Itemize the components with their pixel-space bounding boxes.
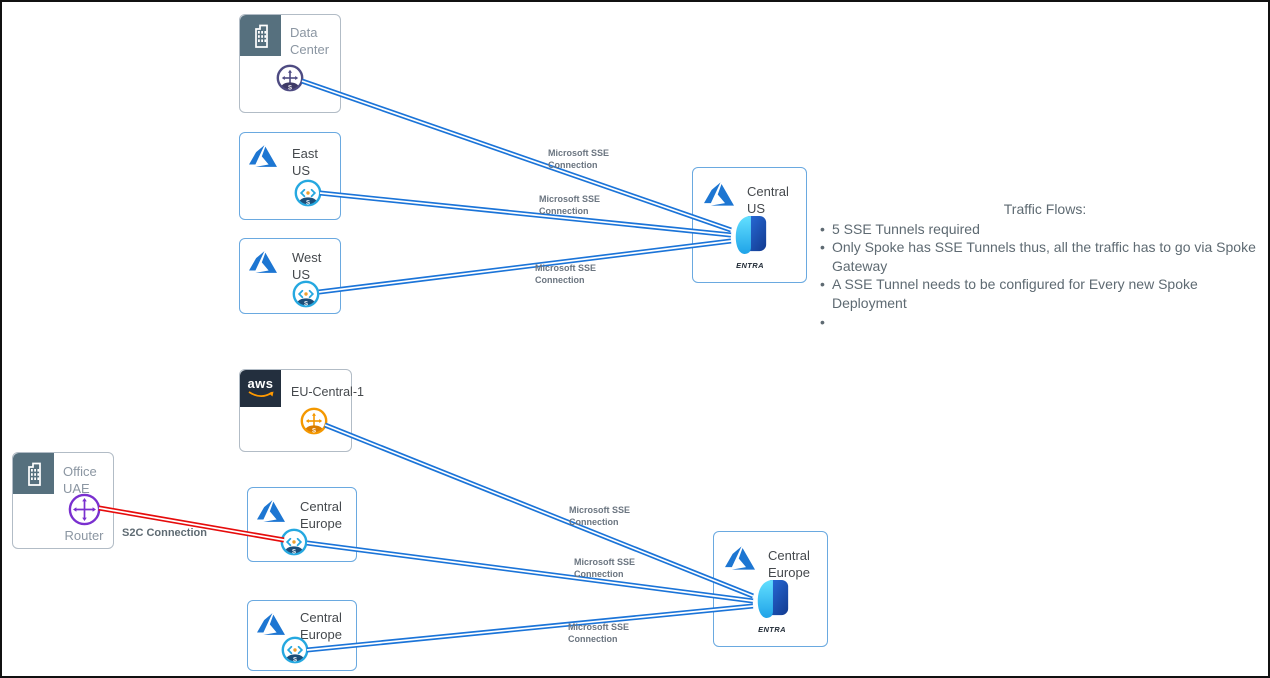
node-west-us[interactable]: West US S [239, 238, 341, 314]
svg-text:S: S [293, 657, 297, 663]
node-central-europe-spoke2[interactable]: Central Europe S [247, 600, 357, 671]
notes-title: Traffic Flows: [1003, 201, 1087, 217]
connection-westus-centralus [318, 238, 732, 295]
spoke-gateway-icon[interactable]: S [292, 280, 320, 308]
building-icon [13, 453, 54, 494]
node-label: EU-Central-1 [291, 385, 364, 399]
spoke-gateway-icon[interactable]: S [294, 179, 322, 207]
azure-logo-icon [704, 179, 734, 214]
connection-label: Microsoft SSE Connection [569, 505, 631, 527]
node-label: Data Center [290, 25, 330, 57]
entra-icon[interactable]: ENTRA [730, 213, 770, 270]
node-office-uae[interactable]: Office UAE Router [12, 452, 114, 549]
node-label: West US [292, 250, 322, 282]
node-label: Central Europe [768, 548, 810, 580]
node-east-us[interactable]: East US S [239, 132, 341, 220]
svg-text:S: S [292, 549, 296, 555]
connection-datacenter-centralus [301, 78, 732, 233]
svg-text:S: S [304, 301, 308, 307]
svg-text:S: S [288, 85, 292, 91]
edge-gateway-icon[interactable]: S [300, 407, 328, 435]
connection-cespoke1-centraleurope [306, 540, 754, 604]
entra-label: ENTRA [736, 261, 764, 270]
svg-text:S: S [306, 200, 310, 206]
node-label: East US [292, 146, 319, 178]
connection-label: Microsoft SSE Connection [548, 148, 610, 170]
svg-text:S: S [312, 428, 316, 434]
building-icon [240, 15, 281, 56]
azure-logo-icon [257, 497, 285, 530]
aws-logo-icon: aws [240, 370, 281, 407]
node-label: Central US [747, 184, 789, 216]
azure-logo-icon [249, 142, 277, 175]
edge-gateway-icon[interactable]: S [276, 64, 304, 92]
node-eu-central-1[interactable]: aws EU-Central-1 S [239, 369, 364, 452]
note-bullet: Only Spoke has SSE Tunnels thus, all the… [820, 238, 1268, 275]
connection-eucentral1-centraleurope [324, 422, 754, 599]
node-label: Central Europe [300, 499, 342, 531]
connection-label: Microsoft SSE Connection [574, 557, 636, 579]
spoke-gateway-icon[interactable]: S [280, 528, 308, 556]
entra-label: ENTRA [758, 625, 786, 634]
connection-label: Microsoft SSE Connection [568, 622, 630, 644]
entra-icon[interactable]: ENTRA [752, 577, 792, 634]
node-central-us[interactable]: Central US ENTRA [692, 167, 807, 283]
node-central-europe-spoke1[interactable]: Central Europe S [247, 487, 357, 562]
connection-eastus-centralus [319, 190, 732, 238]
router-icon[interactable] [68, 493, 101, 526]
node-data-center[interactable]: Data Center S [239, 14, 341, 113]
note-bullet [820, 313, 1268, 332]
azure-logo-icon [257, 610, 285, 643]
azure-logo-icon [249, 248, 277, 281]
connection-label: Microsoft SSE Connection [535, 263, 597, 285]
azure-logo-icon [725, 543, 755, 578]
router-label: Router [64, 528, 104, 543]
spoke-gateway-icon[interactable]: S [281, 636, 309, 664]
connection-cespoke2-centraleurope [306, 603, 754, 653]
note-bullet: 5 SSE Tunnels required [820, 220, 1268, 239]
note-bullet: A SSE Tunnel needs to be configured for … [820, 275, 1268, 312]
node-label: Office UAE [63, 464, 97, 496]
node-central-europe-hub[interactable]: Central Europe ENTRA [713, 531, 828, 647]
connection-label: Microsoft SSE Connection [539, 194, 601, 216]
s2c-connection-label: S2C Connection [122, 527, 207, 539]
traffic-flows-notes: Traffic Flows: 5 SSE Tunnels required On… [820, 200, 1268, 332]
